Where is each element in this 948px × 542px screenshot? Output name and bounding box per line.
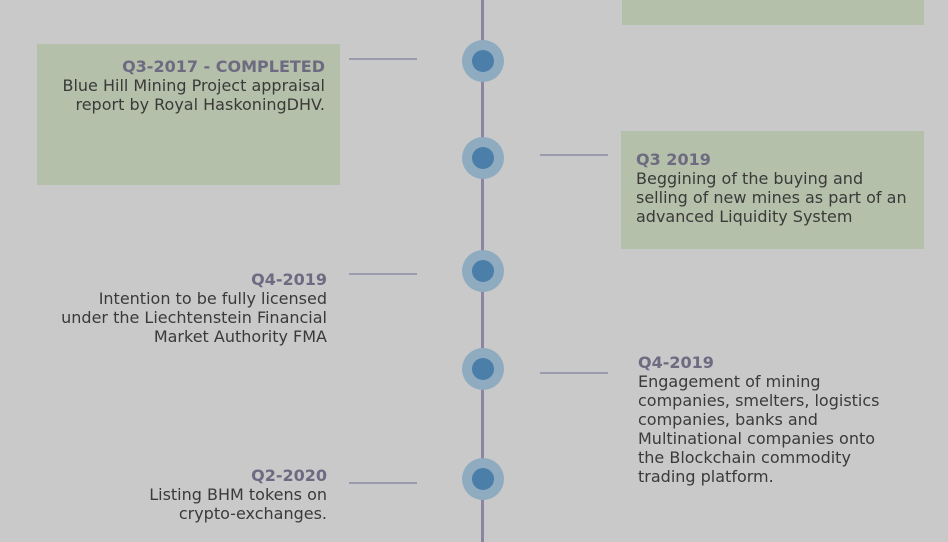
milestone-label: Q3-2017 - COMPLETED	[122, 57, 325, 76]
milestone-connector	[540, 372, 608, 374]
milestone-connector	[349, 482, 417, 484]
milestone-connector	[349, 58, 417, 60]
milestone-connector	[349, 273, 417, 275]
milestone-label: Q2-2020	[251, 466, 327, 485]
milestone-label: Q4-2019	[638, 353, 714, 372]
milestone-label: Q4-2019	[251, 270, 327, 289]
milestone-description: Listing BHM tokens on crypto-exchanges.	[149, 485, 327, 523]
milestone-node[interactable]	[462, 137, 504, 179]
milestone-node[interactable]	[462, 458, 504, 500]
milestone-card: Q3 2019 Beggining of the buying and sell…	[621, 131, 924, 249]
milestone-card: Q4-2019 Engagement of mining companies, …	[638, 353, 888, 486]
milestone-node[interactable]	[462, 348, 504, 390]
milestone-connector	[540, 154, 608, 156]
milestone-description: Beggining of the buying and selling of n…	[636, 169, 907, 226]
milestone-card: Q3-2017 - COMPLETED Blue Hill Mining Pro…	[37, 44, 340, 185]
milestone-label: Q3 2019	[636, 150, 711, 169]
milestone-card: Q2-2020 Listing BHM tokens on crypto-exc…	[120, 466, 340, 523]
milestone-description: Engagement of mining companies, smelters…	[638, 372, 880, 486]
milestone-description: Blue Hill Mining Project appraisal repor…	[62, 76, 325, 114]
previous-milestone-card-partial	[622, 0, 924, 25]
milestone-node[interactable]	[462, 40, 504, 82]
milestone-card: Q4-2019 Intention to be fully licensed u…	[52, 270, 340, 346]
milestone-description: Intention to be fully licensed under the…	[61, 289, 327, 346]
milestone-node[interactable]	[462, 250, 504, 292]
